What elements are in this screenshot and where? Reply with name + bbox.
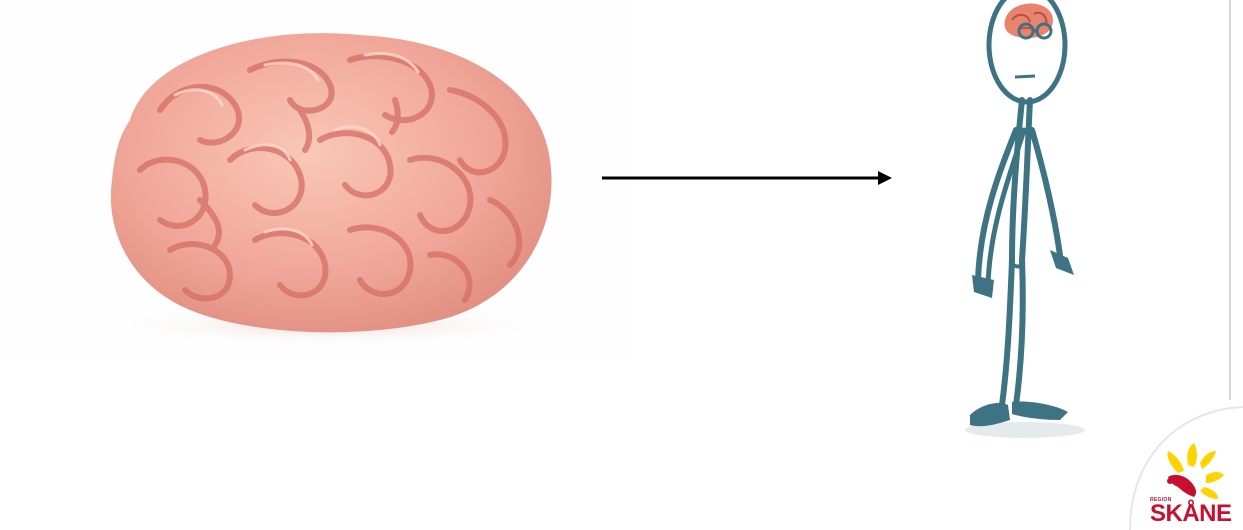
brain-image [0,0,632,360]
logo-name-label: SKÅNE [1150,500,1232,528]
stick-figure-illustration [950,0,1100,460]
arrow-right-icon [600,168,895,188]
slide-border [1229,0,1231,400]
